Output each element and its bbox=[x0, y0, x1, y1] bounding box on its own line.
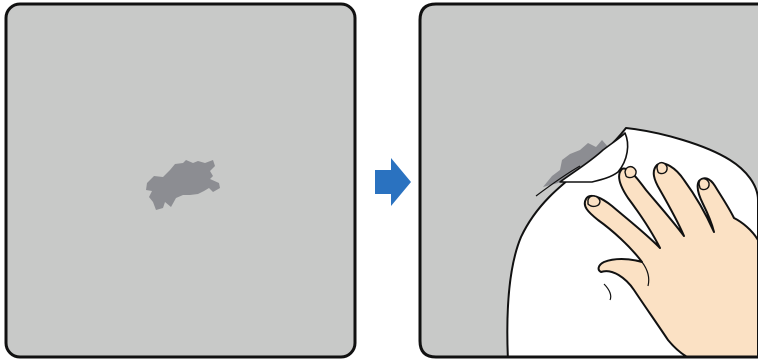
arrow-right-icon bbox=[375, 158, 411, 206]
fingernail bbox=[657, 163, 667, 174]
fingernail bbox=[699, 179, 709, 190]
fingernail bbox=[625, 167, 636, 178]
panel-before bbox=[6, 4, 355, 357]
fingernail bbox=[588, 196, 600, 206]
panel-after bbox=[420, 4, 758, 361]
